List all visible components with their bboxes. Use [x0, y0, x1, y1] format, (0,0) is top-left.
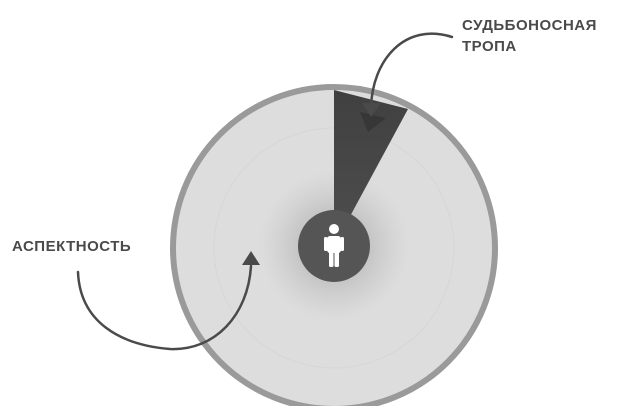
fate-path-label-line1: СУДЬБОНОСНАЯ — [462, 17, 597, 34]
aspectness-label: АСПЕКТНОСТЬ — [12, 238, 131, 255]
person-icon — [324, 224, 344, 267]
fate-path-arrowhead-icon — [362, 103, 381, 117]
aspectness-arrowhead-icon — [242, 251, 260, 265]
aspectness-arrow — [76, 264, 253, 351]
fate-path-arrow — [369, 32, 454, 110]
fate-path-label-line2: ТРОПА — [462, 38, 517, 55]
wedge-arrow-icon — [360, 112, 386, 132]
fate-path-wedge — [334, 90, 408, 246]
fate-path-label: СУДЬБОНОСНАЯ ТРОПА — [462, 17, 602, 55]
